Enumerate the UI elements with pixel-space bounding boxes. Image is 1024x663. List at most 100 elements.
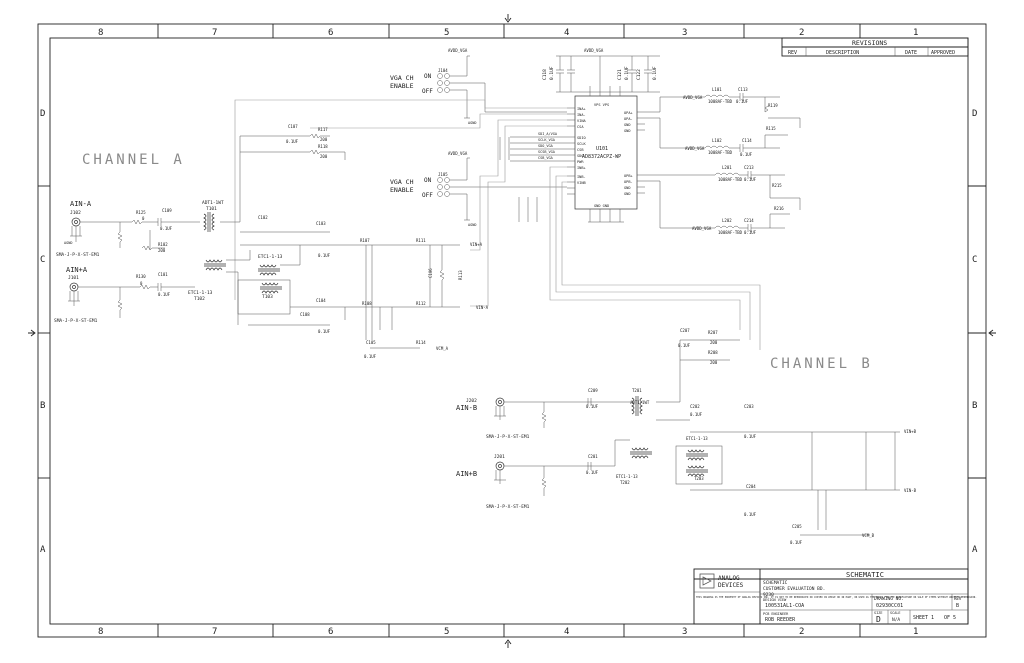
svg-text:0.1UF: 0.1UF (652, 66, 658, 80)
ain-b-minus-part: SMA-J-P-X-ST-EM1 (486, 434, 530, 440)
l201-part: 1008AF-TBD (718, 177, 743, 182)
revisions-block: REVISIONS REV DESCRIPTION DATE APPROVED (781, 37, 969, 57)
vinb-plus-net: VIN+B (904, 429, 917, 434)
c113-ref: C113 (738, 87, 748, 92)
c209-ref: C209 (588, 388, 598, 393)
u101-output-networks: L101 1008AF-TBD AVDD_VGA C113 0.1UF R119… (645, 87, 801, 235)
svg-text:SDO: SDO (577, 154, 584, 158)
ain-b-plus-label: AIN+B (456, 470, 477, 478)
j101-part: SMA-J-P-X-ST-EM1 (54, 318, 98, 324)
svg-text:INB-: INB- (577, 175, 586, 179)
svg-text:GND: GND (624, 192, 631, 196)
vga-enable-jumper-2: VGA CH ENABLE ON OFF J105 AVDD_VGA AGND (390, 151, 567, 227)
c104-ref: C104 (316, 298, 326, 303)
r208-ref: R208 (708, 350, 718, 355)
drawing-no-label: DRAWING NO. (874, 596, 904, 602)
c101-value: 0.1UF (158, 292, 171, 297)
c103-value: 0.1UF (318, 253, 331, 258)
center-arrow-bottom (504, 639, 512, 648)
svg-text:CSB: CSB (577, 148, 584, 152)
c201-value: 0.1UF (586, 470, 599, 475)
u101-decoupling (556, 55, 660, 93)
t103-ref: T103 (262, 294, 273, 300)
r113-ref: R113 (458, 270, 463, 280)
row-label-right-c: C (972, 255, 977, 265)
r112-ref: R112 (416, 301, 426, 306)
svg-text:OPB-: OPB- (624, 180, 633, 184)
net-sclk: SCLK_VGA (538, 138, 556, 142)
t203-part: ETC1-1-13 (686, 436, 708, 441)
scale-label: SCALE (890, 611, 901, 615)
j101-ref: J101 (68, 275, 79, 281)
l201-ref: L201 (722, 165, 732, 170)
revisions-header-date: DATE (905, 50, 917, 56)
c113-value: 0.1UF (736, 99, 749, 104)
svg-text:INB+: INB+ (577, 166, 586, 170)
vga-enable-2-on: ON (424, 177, 432, 184)
t101-part: ADT1-1WT (202, 200, 224, 206)
t102-ref: T102 (194, 296, 205, 302)
drawing-no-value: 02930CC01 (876, 603, 903, 609)
t202-ref: T202 (620, 480, 630, 485)
scale-value: N/A (892, 617, 900, 623)
c214-value: 0.1UF (744, 230, 757, 235)
col-label-bottom-4: 4 (564, 627, 569, 637)
inner-border (49, 37, 969, 625)
vga-enable-2-off: OFF (422, 192, 433, 199)
vina-plus-net: VIN+A (470, 242, 483, 247)
t103-part: ETC1-1-13 (258, 254, 283, 260)
c107-value: 0.1UF (286, 139, 299, 144)
row-label-right-b: B (972, 401, 977, 411)
col-label-top-4: 4 (564, 28, 569, 38)
svg-text:C121: C121 (617, 69, 623, 80)
r130-ref: R130 (136, 274, 146, 279)
svg-text:VINB: VINB (577, 181, 586, 185)
r118-ref: R118 (318, 144, 328, 149)
net-scsb: SCSB_VGA (538, 150, 556, 154)
c203-value: 0.1UF (744, 434, 757, 439)
channel-b-title: CHANNEL B (770, 356, 873, 372)
title-block-desc-label: SCHEMATIC (763, 580, 788, 586)
vcm-a-net: VCM_A (436, 346, 449, 351)
title-block-heading: SCHEMATIC (846, 571, 884, 579)
company-line2: DEVICES (718, 582, 744, 589)
vga-enable-1-label1: VGA CH (390, 74, 414, 82)
revisions-title: REVISIONS (852, 39, 887, 47)
center-arrow-right (988, 329, 996, 337)
c109-value: 0.1UF (160, 226, 173, 231)
svg-text:AVDD_VGA: AVDD_VGA (584, 48, 604, 53)
ain-b-minus-label: AIN-B (456, 404, 477, 412)
col-label-bottom-7: 7 (212, 627, 217, 637)
ain-b-minus-ref: J202 (466, 398, 477, 404)
r125-value: 0 (142, 216, 145, 221)
design-view-value: 100531AL1-COA (765, 603, 804, 609)
c204-value: 0.1UF (744, 512, 757, 517)
c104-value: 0.1UF (318, 329, 331, 334)
svg-text:OPB+: OPB+ (624, 174, 633, 178)
c102-ref: C102 (258, 215, 268, 220)
net-sdi: SDI_A/VGA (538, 132, 558, 136)
vinb-minus-net: VIN-B (904, 488, 917, 493)
svg-text:GND: GND (624, 123, 631, 127)
vga-enable-2-label1: VGA CH (390, 178, 414, 186)
c105-value: 0.1UF (364, 354, 377, 359)
vga-enable-jumper-1: VGA CH ENABLE ON OFF J104 AVDD_VGA AGND (390, 48, 567, 125)
legal-notice: THIS DRAWING IS THE PROPERTY OF ANALOG D… (696, 596, 977, 599)
j102-part: SMA-J-P-X-ST-EM1 (56, 252, 100, 258)
channel-a-title: CHANNEL A (82, 152, 185, 168)
c205-value: 0.1UF (790, 540, 803, 545)
svg-text:AGND: AGND (468, 223, 476, 227)
c207-ref: C207 (680, 328, 690, 333)
net-csb: CSB_VGA (538, 156, 554, 160)
col-label-top-1: 1 (913, 28, 918, 38)
analog-devices-logo-icon (699, 573, 715, 589)
svg-text:GND GND: GND GND (594, 204, 609, 208)
vga-enable-1-label2: ENABLE (390, 82, 414, 90)
r102-ref: R102 (158, 242, 168, 247)
c205-ref: C205 (792, 524, 802, 529)
col-label-top-3: 3 (682, 28, 687, 38)
j102-ref: J102 (70, 210, 81, 216)
svg-text:AVDD_VGA: AVDD_VGA (448, 48, 468, 53)
col-label-top-7: 7 (212, 28, 217, 38)
ain-a-minus-label: AIN-A (70, 200, 92, 208)
